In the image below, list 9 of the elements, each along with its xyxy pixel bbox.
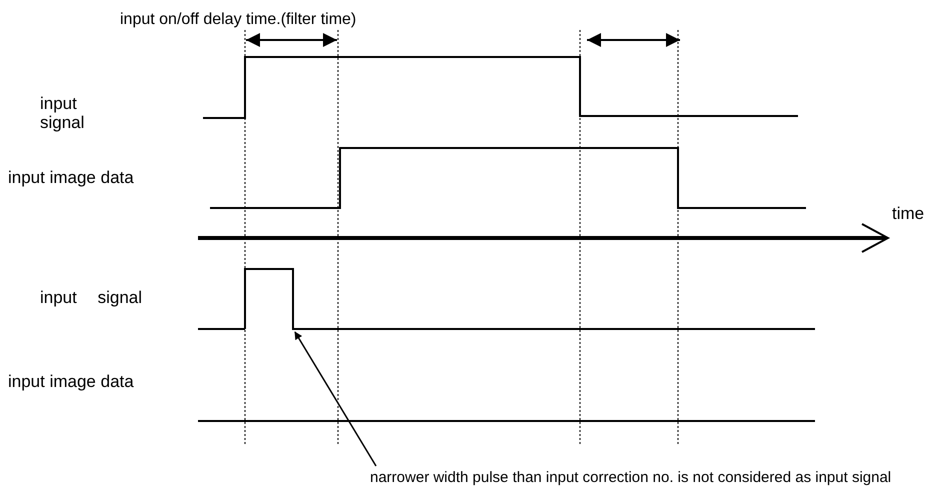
label-text: input signal [40,94,86,132]
leader-line [294,331,377,466]
label-text: time [892,204,924,223]
note-text: narrower width pulse than input correction no. is not considered as input signal [370,468,892,487]
label-text: input signal [40,288,142,307]
pulse-waveform [244,268,294,330]
label-text: input image data [8,372,134,391]
label-text: input image data [8,168,134,187]
label-text: input on/off delay time.(filter time) [120,10,356,29]
